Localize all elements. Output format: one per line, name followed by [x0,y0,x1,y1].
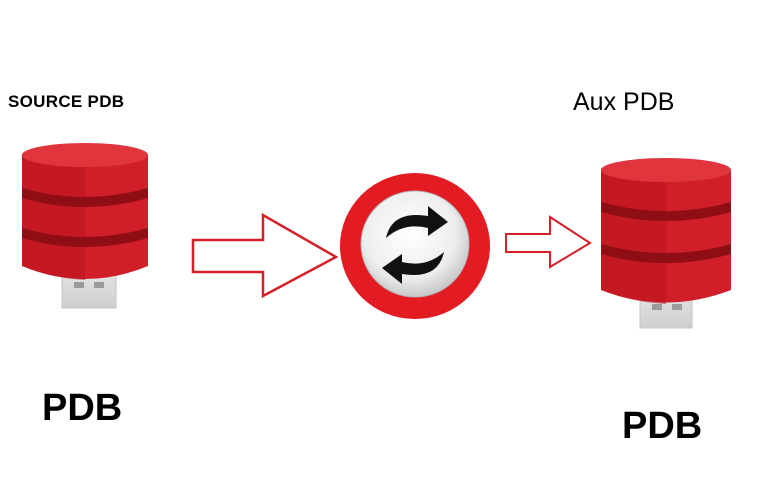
arrow-right-outline-icon [191,212,339,299]
arrow-right-outline-icon [505,215,592,269]
source-pdb-label: SOURCE PDB [8,92,125,111]
pdb-right-label: PDB [622,405,703,447]
sync-refresh-icon [340,173,490,319]
aux-pdb-label: Aux PDB [573,88,675,116]
source-database-icon [22,143,148,309]
pdb-left-label: PDB [42,387,123,429]
target-database-icon [601,158,731,329]
